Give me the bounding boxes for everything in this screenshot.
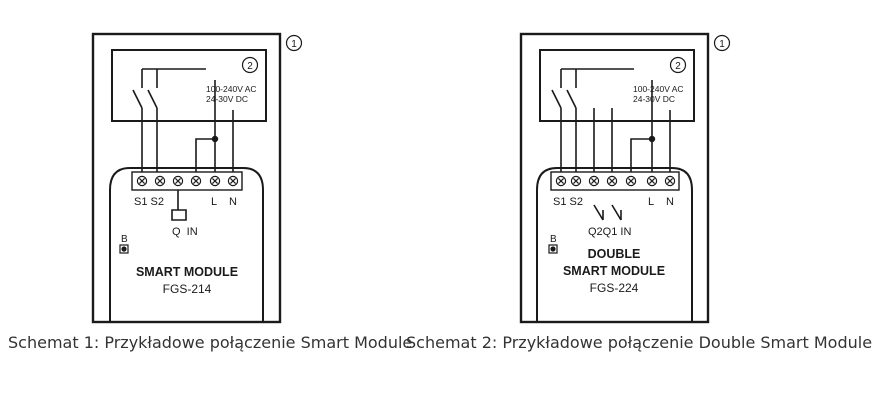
terminal-label-l: L xyxy=(211,196,217,208)
b-button-dot xyxy=(121,246,127,252)
terminal-block xyxy=(131,171,243,191)
terminal-screw xyxy=(227,175,239,187)
output-labels: Q IN xyxy=(172,226,198,238)
terminal-label-s1s2: S1 S2 xyxy=(553,196,583,208)
terminal-screw xyxy=(646,175,658,187)
supply-dc-label: 24-30V DC xyxy=(633,94,675,104)
terminals xyxy=(555,175,676,187)
switch-s2 xyxy=(566,89,577,109)
module-name-line-1: DOUBLE xyxy=(588,247,641,261)
junction-dot xyxy=(648,135,656,143)
supply-dc-label: 24-30V DC xyxy=(206,94,248,104)
b-button xyxy=(548,244,558,254)
junction-dot xyxy=(211,135,219,143)
supply-ac-label: 100-240V AC xyxy=(206,84,257,94)
switch-s2 xyxy=(147,89,158,109)
module-name: SMART MODULE xyxy=(136,265,238,279)
b-button xyxy=(119,244,129,254)
terminal-label-n: N xyxy=(229,196,237,208)
output-labels: Q2Q1 IN xyxy=(588,226,631,238)
switch-bus xyxy=(560,68,634,88)
caption-1: Schemat 1: Przykładowe połączenie Smart … xyxy=(8,333,413,352)
terminals xyxy=(136,175,239,187)
module-name-line-2: SMART MODULE xyxy=(563,264,665,278)
b-button-dot xyxy=(550,246,556,252)
supply-box xyxy=(539,49,695,122)
module-body xyxy=(109,167,264,322)
terminal-screw xyxy=(625,175,637,187)
callout-2-circle xyxy=(241,56,259,74)
terminal-label-n: N xyxy=(666,196,674,208)
callout-1-label: 1 xyxy=(719,39,725,50)
wire-in-link xyxy=(630,138,652,172)
wiring-diagrams: 1 2 100-240V AC 24-30V DC S1 S2 L N Q IN… xyxy=(91,32,731,324)
callout-2-circle xyxy=(669,56,687,74)
switch-bus xyxy=(141,68,206,88)
terminal-screw xyxy=(136,175,148,187)
diagram-2-texts: 1 2 100-240V AC 24-30V DC S1 S2 L N Q2Q1… xyxy=(550,39,725,295)
callout-2-label: 2 xyxy=(247,61,253,72)
caption-2: Schemat 2: Przykładowe połączenie Double… xyxy=(406,333,872,352)
terminal-block xyxy=(550,171,680,191)
output-link xyxy=(593,204,622,221)
callout-1-circle xyxy=(713,34,731,52)
module-body xyxy=(536,167,693,322)
enclosure-box xyxy=(91,32,282,324)
terminal-screw xyxy=(664,175,676,187)
module-model: FGS-224 xyxy=(590,281,639,295)
terminal-screw xyxy=(172,175,184,187)
terminal-screw xyxy=(209,175,221,187)
diagram-double-smart-module xyxy=(519,32,731,324)
b-label: B xyxy=(550,234,557,245)
enclosure-box xyxy=(519,32,710,324)
terminal-label-l: L xyxy=(648,196,654,208)
b-label: B xyxy=(121,234,128,245)
callout-1-label: 1 xyxy=(291,39,297,50)
supply-box xyxy=(111,49,267,122)
terminal-screw xyxy=(606,175,618,187)
diagram-smart-module xyxy=(91,32,303,324)
terminal-screw xyxy=(588,175,600,187)
switch-s1 xyxy=(132,89,143,109)
switch-s1 xyxy=(551,89,562,109)
supply-ac-label: 100-240V AC xyxy=(633,84,684,94)
module-model: FGS-214 xyxy=(163,282,212,296)
wire-in-link xyxy=(195,138,215,172)
terminal-screw xyxy=(190,175,202,187)
output-link xyxy=(171,190,187,221)
callout-2-label: 2 xyxy=(675,61,681,72)
terminal-screw xyxy=(555,175,567,187)
callout-1-circle xyxy=(285,34,303,52)
terminal-screw xyxy=(154,175,166,187)
terminal-screw xyxy=(570,175,582,187)
diagram-1-texts: 1 2 100-240V AC 24-30V DC S1 S2 L N Q IN… xyxy=(121,39,297,296)
terminal-label-s1s2: S1 S2 xyxy=(134,196,164,208)
